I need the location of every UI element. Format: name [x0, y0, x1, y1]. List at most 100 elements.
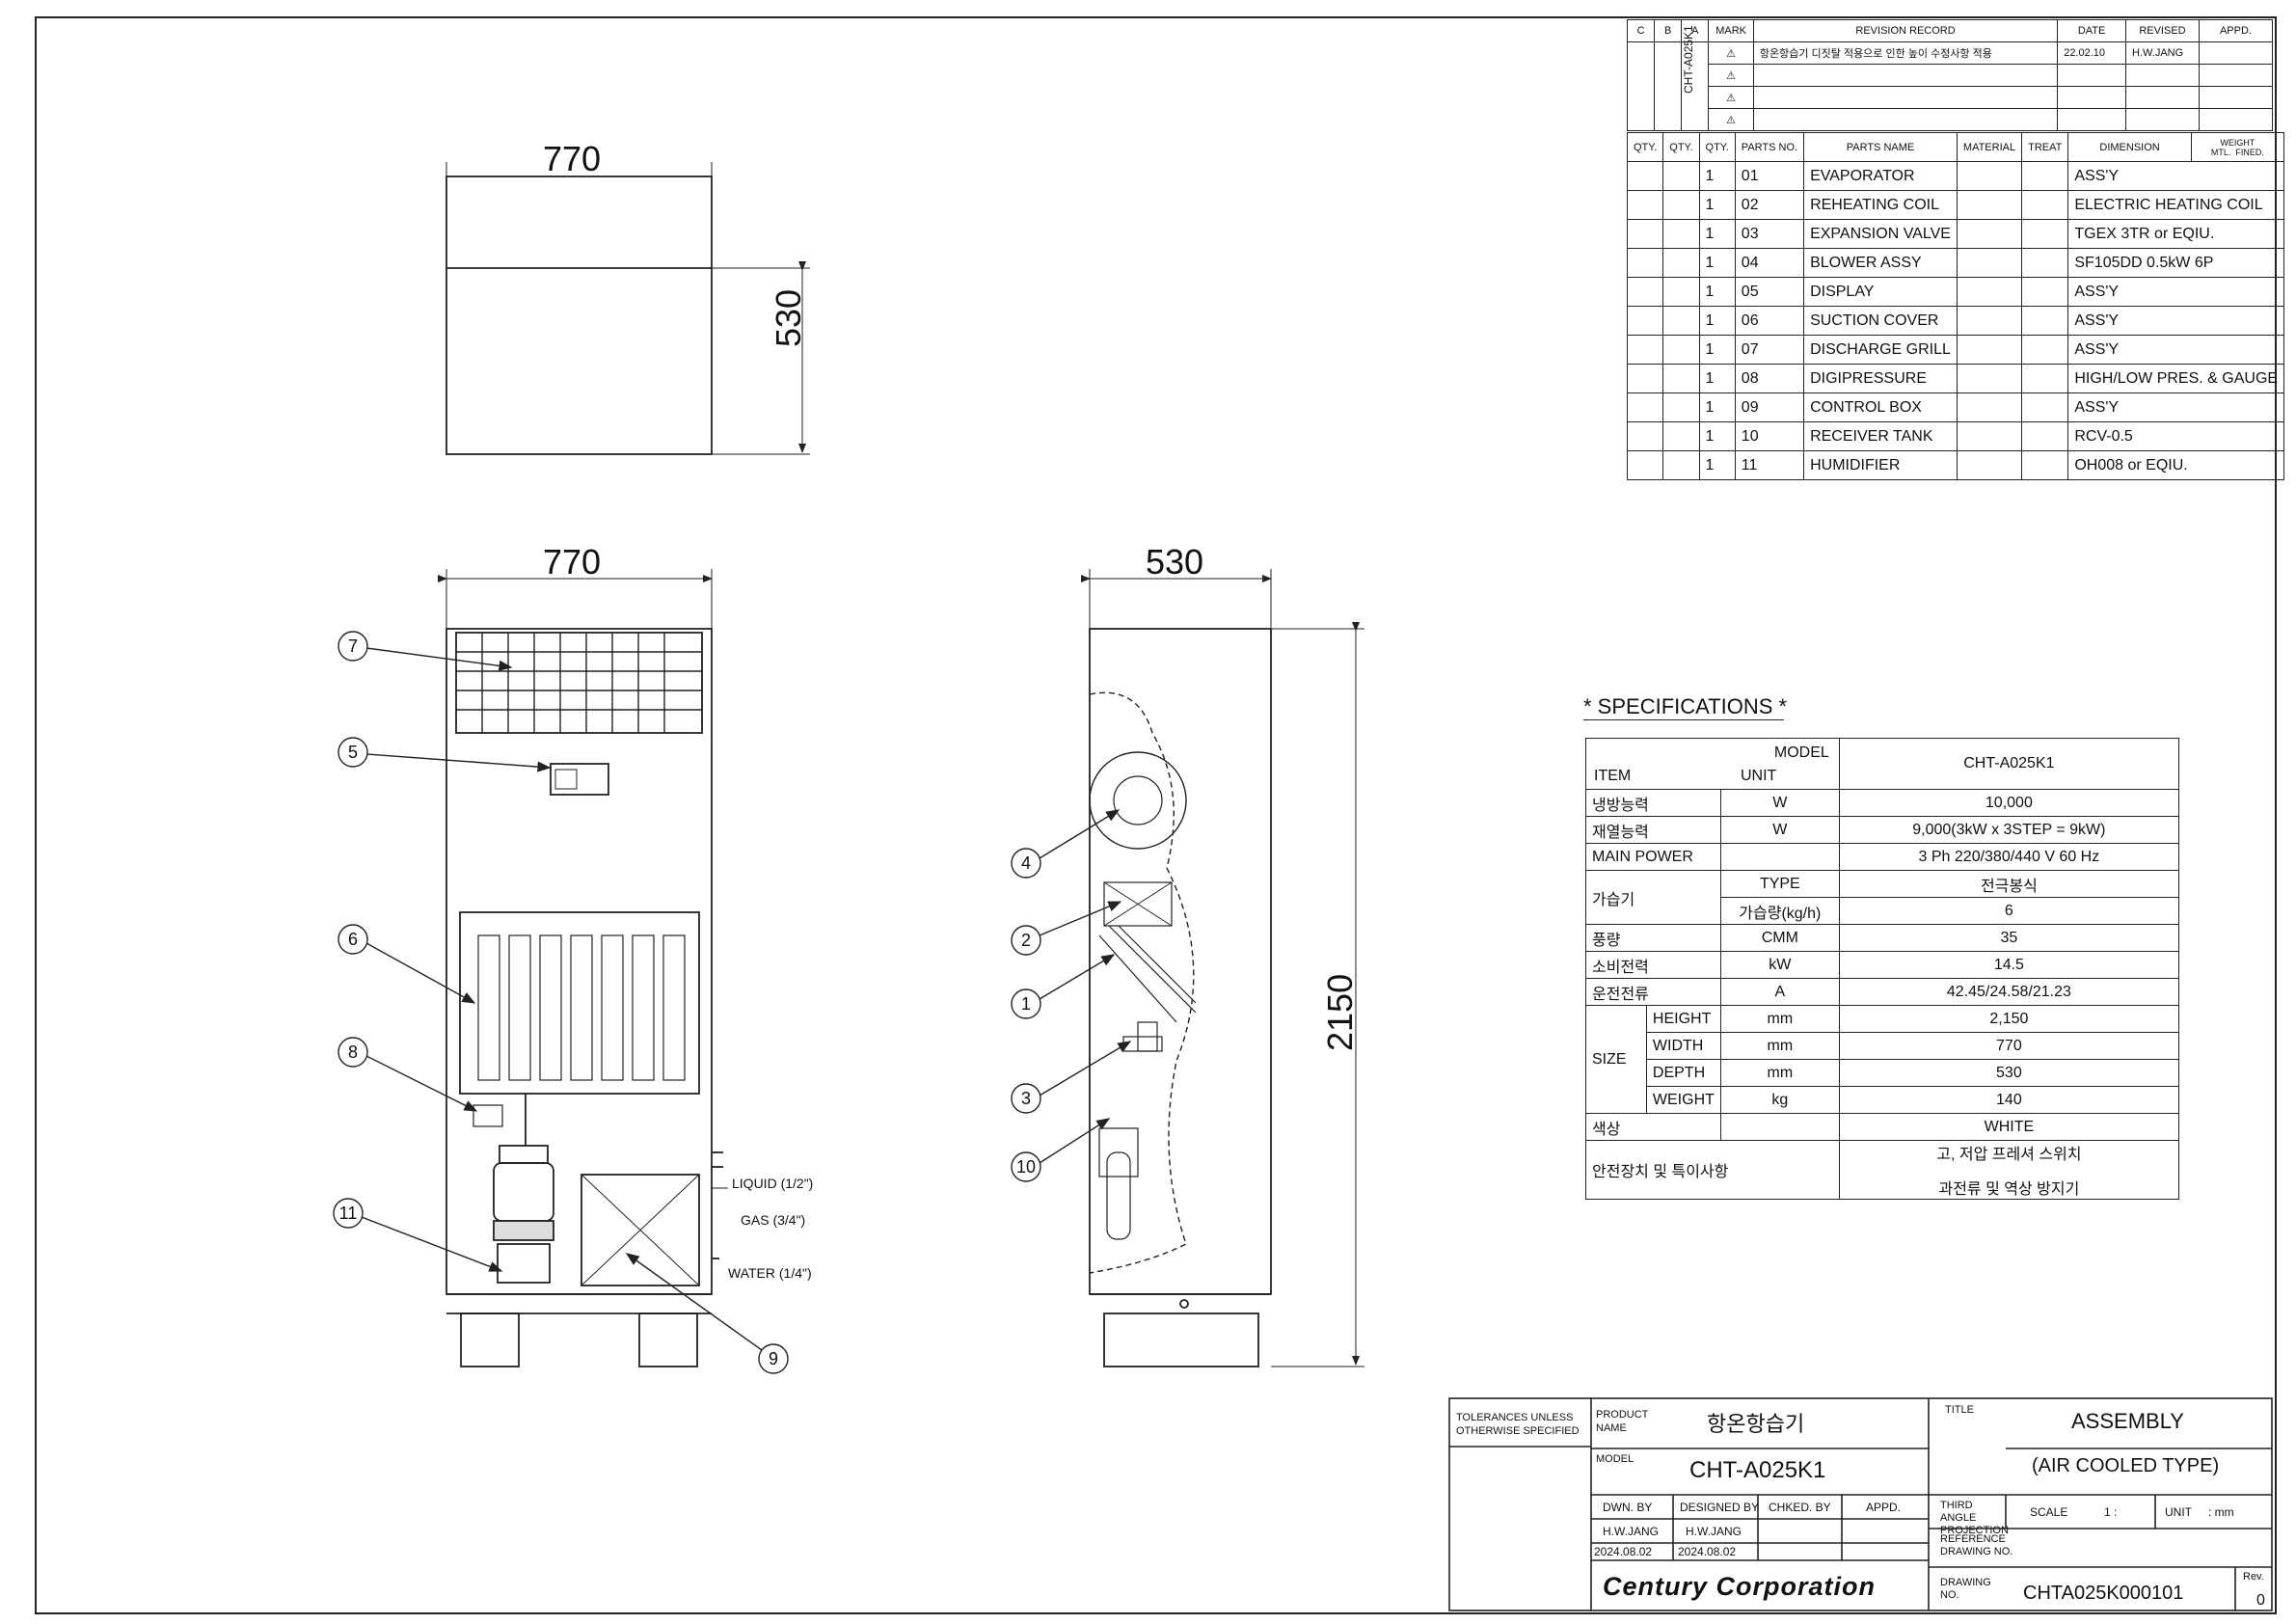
mtl-header: MTL.: [2210, 147, 2231, 157]
chked-by-label: CHKED. BY: [1769, 1501, 1831, 1514]
rev-mark: ⚠: [1708, 108, 1754, 131]
part-dim: ASS'Y: [2067, 306, 2285, 336]
part-no: 07: [1734, 335, 1805, 365]
callout-8: 8: [347, 1042, 358, 1062]
model-value: CHT-A025K1: [1689, 1457, 1826, 1483]
spec-item: 안전장치 및 특이사항: [1585, 1140, 1840, 1200]
top-depth-dimension: 530: [769, 288, 808, 347]
projection-label: THIRD ANGLE PROJECTION: [1940, 1500, 2009, 1536]
rev-col-record: REVISION RECORD: [1752, 19, 2059, 42]
callout-10: 10: [1015, 1157, 1037, 1177]
specifications-underline: [1583, 719, 1784, 720]
callout-2: 2: [1020, 931, 1031, 950]
dimension-header: DIMENSION: [2067, 132, 2192, 162]
spec-sub: WEIGHT: [1645, 1086, 1721, 1114]
side-depth-dimension: 530: [1146, 542, 1204, 582]
spec-value: 770: [1838, 1032, 2180, 1060]
dwn-by-value: H.W.JANG: [1603, 1525, 1660, 1538]
tolerances-label: TOLERANCES UNLESS OTHERWISE SPECIFIED: [1456, 1412, 1580, 1437]
height-dimension: 2150: [1320, 973, 1360, 1051]
rev-date: 22.02.10: [2057, 41, 2126, 65]
part-dim: TGEX 3TR or EQIU.: [2067, 219, 2285, 249]
spec-value: 9,000(3kW x 3STEP = 9kW): [1838, 816, 2180, 844]
appd-label: APPD.: [1866, 1501, 1902, 1514]
spec-sub: DEPTH: [1645, 1059, 1721, 1087]
qty-header: QTY.: [1698, 132, 1736, 162]
part-qty: 1: [1698, 248, 1736, 278]
part-dim: RCV-0.5: [2067, 421, 2285, 451]
callout-4: 4: [1020, 853, 1031, 873]
fined-header: FINED.: [2235, 147, 2264, 157]
drawing-frame: [35, 16, 2277, 1614]
spec-unit: W: [1719, 789, 1840, 817]
spec-unit: [1719, 1113, 1840, 1141]
part-qty: 1: [1698, 421, 1736, 451]
spec-value: 10,000: [1838, 789, 2180, 817]
part-name: BLOWER ASSY: [1803, 248, 1958, 278]
spec-sub: WIDTH: [1645, 1032, 1721, 1060]
specifications-title: * SPECIFICATIONS *: [1583, 694, 1788, 718]
part-qty: 1: [1698, 306, 1736, 336]
scale-label: SCALE: [2030, 1505, 2068, 1519]
rev-col-b: B: [1654, 19, 1683, 42]
rev-mark: ⚠: [1708, 64, 1754, 87]
part-name: DIGIPRESSURE: [1803, 364, 1958, 393]
callout-circles: [333, 631, 1041, 1374]
spec-unit: CMM: [1719, 924, 1840, 952]
rev-col-a: A: [1681, 19, 1710, 42]
designed-by-value: H.W.JANG: [1686, 1525, 1742, 1538]
part-name: REHEATING COIL: [1803, 190, 1958, 220]
title-block-lines: [1448, 1397, 2273, 1611]
rev-col-revised: REVISED: [2124, 19, 2200, 42]
rev-value: 0: [2256, 1592, 2265, 1609]
side-view: [1081, 569, 1364, 1367]
company-logo: Century Corporation: [1603, 1572, 1877, 1601]
part-no: 04: [1734, 248, 1805, 278]
part-qty: 1: [1698, 190, 1736, 220]
spec-item: 소비전력: [1585, 951, 1721, 979]
spec-value: 고, 저압 프레셔 스위치: [1936, 1147, 2082, 1163]
part-dim: ASS'Y: [2067, 161, 2285, 191]
unit-value: : mm: [2208, 1505, 2234, 1519]
qty-header: QTY.: [1662, 132, 1700, 162]
callout-1: 1: [1020, 994, 1031, 1014]
part-qty: 1: [1698, 335, 1736, 365]
spec-value: 6: [1838, 897, 2180, 925]
part-no: 01: [1734, 161, 1805, 191]
spec-item: 재열능력: [1585, 816, 1721, 844]
spec-value: 전극봉식: [1838, 870, 2180, 898]
front-width-dimension: 770: [543, 542, 602, 582]
callout-11: 11: [338, 1204, 358, 1223]
part-no: 06: [1734, 306, 1805, 336]
dwn-date: 2024.08.02: [1594, 1545, 1653, 1558]
spec-value: 42.45/24.58/21.23: [1838, 978, 2180, 1006]
revision-table: C B A MARK REVISION RECORD DATE REVISED …: [1626, 19, 2274, 131]
drawing-title: ASSEMBLY: [2071, 1409, 2184, 1433]
spec-item: SIZE: [1585, 1005, 1647, 1114]
parts-name-header: PARTS NAME: [1803, 132, 1958, 162]
part-no: 09: [1734, 392, 1805, 422]
drawing-no-label: DRAWING NO.: [1940, 1577, 1991, 1601]
part-dim: ASS'Y: [2067, 335, 2285, 365]
dwn-by-label: DWN. BY: [1603, 1501, 1653, 1514]
product-name: 항온항습기: [1707, 1412, 1805, 1436]
part-no: 11: [1734, 450, 1805, 480]
spec-value: 14.5: [1838, 951, 2180, 979]
part-name: HUMIDIFIER: [1803, 450, 1958, 480]
spec-unit: mm: [1719, 1032, 1840, 1060]
spec-unit: W: [1719, 816, 1840, 844]
callout-5: 5: [347, 743, 358, 762]
front-view: [438, 569, 723, 1367]
rev-text: 항온항습기 디짓탈 적용으로 인한 높이 수정사항 적용: [1752, 41, 2059, 65]
part-name: DISCHARGE GRILL: [1803, 335, 1958, 365]
spec-item: MAIN POWER: [1585, 843, 1721, 871]
rev-col-c: C: [1626, 19, 1656, 42]
